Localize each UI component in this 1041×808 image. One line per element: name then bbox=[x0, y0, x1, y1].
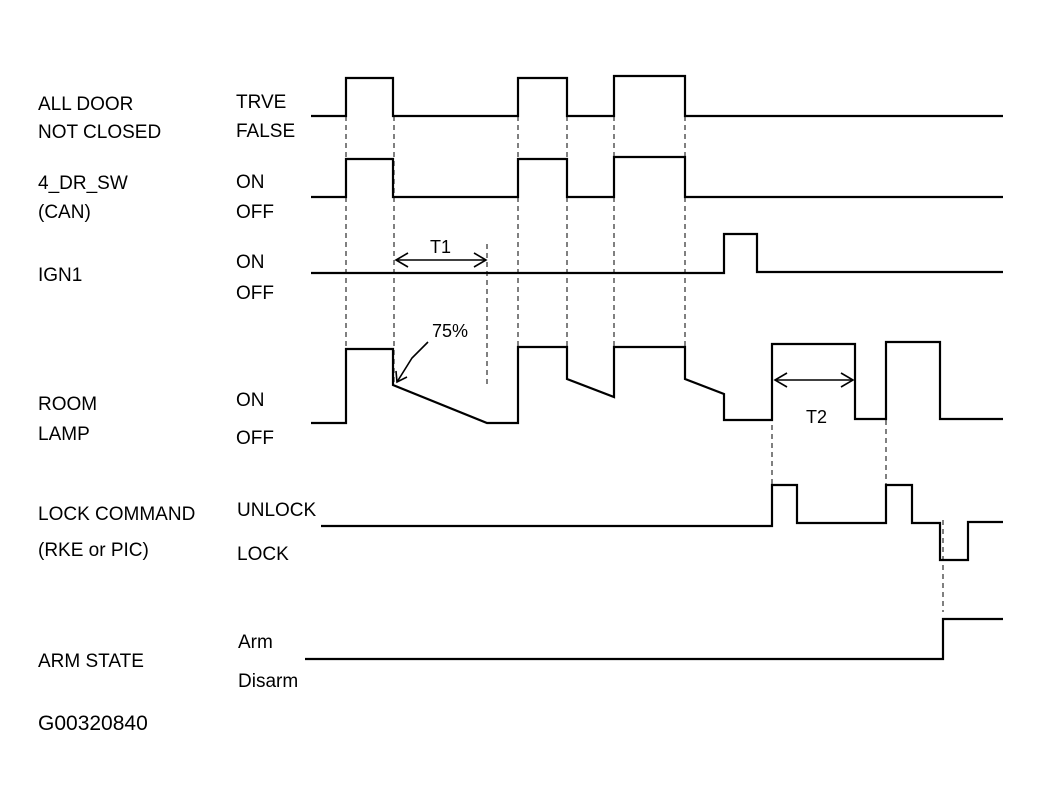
state-label-arm-high: Arm bbox=[238, 632, 273, 653]
t1-left-arrowhead bbox=[394, 252, 409, 268]
state-label-door-low: FALSE bbox=[236, 121, 295, 142]
state-label-arm-low: Disarm bbox=[238, 671, 298, 692]
waveform-arm-state bbox=[305, 617, 1003, 661]
percent-leader-line bbox=[396, 341, 429, 383]
state-label-ign1-high: ON bbox=[236, 252, 265, 273]
t2-label: T2 bbox=[806, 407, 827, 427]
signal-label-lock-line2: (RKE or PIC) bbox=[38, 540, 149, 561]
state-label-lamp-low: OFF bbox=[236, 428, 274, 449]
signal-label-door-line2: NOT CLOSED bbox=[38, 122, 161, 143]
signal-label-door-line1: ALL DOOR bbox=[38, 94, 133, 115]
percent-label: 75% bbox=[432, 321, 468, 341]
state-label-door-high: TRVE bbox=[236, 92, 286, 113]
state-label-lamp-high: ON bbox=[236, 390, 265, 411]
waveform-all-door-not-closed bbox=[311, 74, 1003, 118]
state-label-lock-low: LOCK bbox=[237, 544, 289, 565]
state-label-drsw-low: OFF bbox=[236, 202, 274, 223]
alignment-guides bbox=[345, 116, 944, 612]
t2-left-arrowhead bbox=[773, 372, 788, 388]
t1-label: T1 bbox=[430, 237, 451, 257]
signal-label-arm: ARM STATE bbox=[38, 651, 144, 672]
signal-label-drsw-line1: 4_DR_SW bbox=[38, 173, 128, 194]
t1-right-arrowhead bbox=[473, 252, 488, 268]
waveform-room-lamp bbox=[311, 340, 1003, 425]
state-label-lock-high: UNLOCK bbox=[237, 500, 317, 521]
t2-dimension: T2 bbox=[773, 372, 855, 427]
percent-arrowhead bbox=[395, 370, 408, 384]
state-label-drsw-high: ON bbox=[236, 172, 265, 193]
waveform-4-dr-sw bbox=[311, 155, 1003, 199]
signal-label-drsw-line2: (CAN) bbox=[38, 202, 91, 223]
waveform-ign1 bbox=[311, 232, 1003, 275]
signal-label-ign1: IGN1 bbox=[38, 265, 82, 286]
signal-label-lamp-line1: ROOM bbox=[38, 394, 97, 415]
state-label-ign1-low: OFF bbox=[236, 283, 274, 304]
t2-right-arrowhead bbox=[840, 372, 855, 388]
waveform-lock-command bbox=[321, 483, 1003, 562]
signal-label-lock-line1: LOCK COMMAND bbox=[38, 504, 195, 525]
t1-dimension: T1 bbox=[394, 237, 488, 268]
percent-annotation: 75% bbox=[395, 321, 468, 384]
signal-label-lamp-line2: LAMP bbox=[38, 424, 90, 445]
figure-id: G00320840 bbox=[38, 712, 148, 735]
